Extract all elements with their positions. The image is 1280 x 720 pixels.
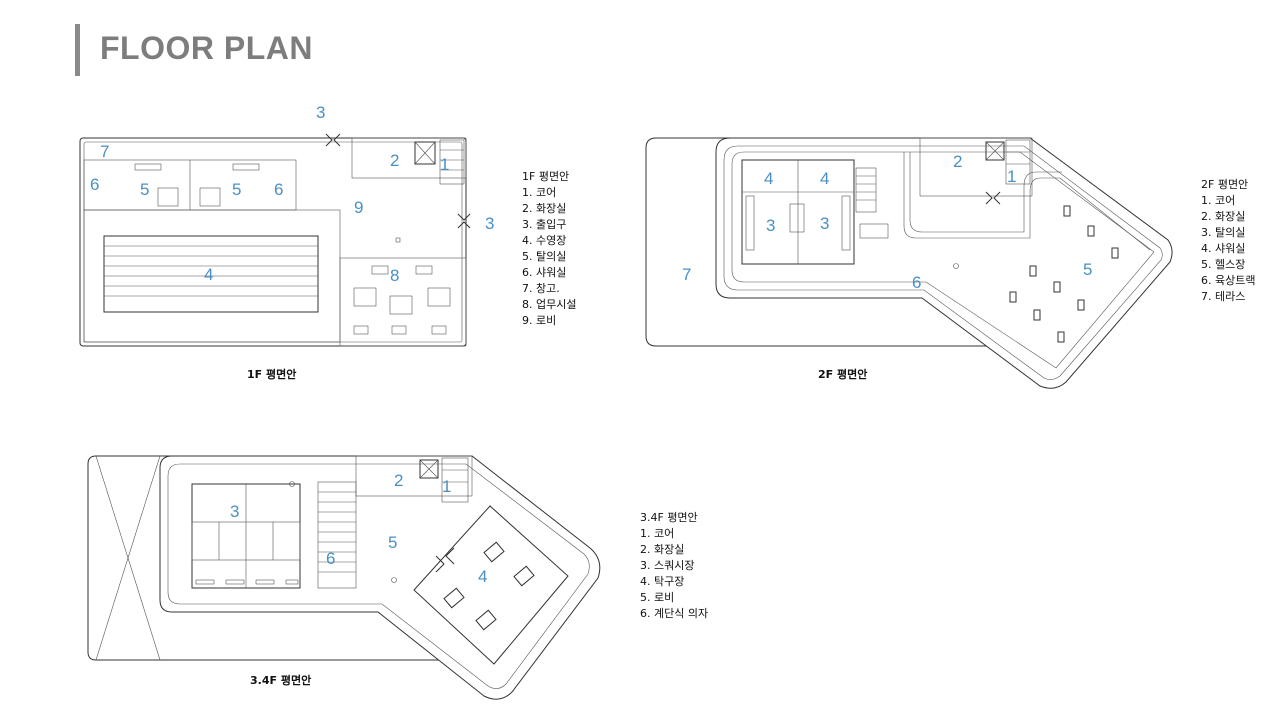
legend-34f: 3.4F 평면안 1. 코어 2. 화장실 3. 스쿼시장 4. 탁구장 5. … bbox=[640, 511, 708, 620]
label-1f-entrance-right: 3 bbox=[485, 214, 494, 233]
legend-1f-item: 2. 화장실 bbox=[522, 202, 566, 215]
legend-2f-item: 1. 코어 bbox=[1201, 194, 1235, 207]
label-2f-locker-left: 3 bbox=[766, 216, 775, 235]
label-34f-restroom: 2 bbox=[394, 471, 403, 490]
page-title: FLOOR PLAN bbox=[100, 30, 313, 66]
label-1f-storage: 7 bbox=[100, 142, 109, 161]
caption-1f: 1F 평면안 bbox=[247, 367, 296, 381]
legend-1f-title: 1F 평면안 bbox=[522, 170, 569, 183]
legend-1f: 1F 평면안 1. 코어 2. 화장실 3. 출입구 4. 수영장 5. 탈의실… bbox=[522, 170, 576, 327]
legend-1f-item: 8. 업무시설 bbox=[522, 298, 576, 311]
title-accent-bar bbox=[75, 24, 80, 76]
legend-34f-item: 3. 스쿼시장 bbox=[640, 559, 694, 572]
label-2f-shower-left: 4 bbox=[764, 169, 773, 188]
legend-34f-item: 2. 화장실 bbox=[640, 543, 684, 556]
label-1f-restroom: 2 bbox=[390, 151, 399, 170]
label-2f-terrace: 7 bbox=[682, 265, 691, 284]
legend-1f-item: 6. 샤워실 bbox=[522, 266, 566, 279]
legend-34f-item: 1. 코어 bbox=[640, 527, 674, 540]
label-34f-stepped-seating: 6 bbox=[326, 549, 335, 568]
legend-2f-item: 7. 테라스 bbox=[1201, 290, 1245, 303]
plan-1f: 1 2 3 3 4 5 5 6 6 7 8 9 1F 평면안 bbox=[79, 103, 494, 381]
legend-2f-item: 2. 화장실 bbox=[1201, 210, 1245, 223]
caption-34f: 3.4F 평면안 bbox=[250, 673, 311, 687]
label-1f-shower-left: 6 bbox=[90, 175, 99, 194]
legend-2f-item: 4. 샤워실 bbox=[1201, 242, 1245, 255]
plan-2f: 1 2 3 3 4 4 5 6 7 2F 평면안 bbox=[645, 137, 1173, 389]
legend-2f-item: 3. 탈의실 bbox=[1201, 226, 1245, 239]
label-1f-shower-right: 6 bbox=[274, 180, 283, 199]
label-1f-pool: 4 bbox=[204, 265, 213, 284]
label-1f-core: 1 bbox=[440, 155, 449, 174]
label-34f-core: 1 bbox=[442, 477, 451, 496]
caption-2f: 2F 평면안 bbox=[818, 367, 867, 381]
legend-2f-item: 5. 헬스장 bbox=[1201, 258, 1245, 271]
legend-1f-item: 5. 탈의실 bbox=[522, 250, 566, 263]
legend-1f-item: 4. 수영장 bbox=[522, 234, 566, 247]
label-1f-locker-right: 5 bbox=[232, 180, 241, 199]
label-2f-locker-right: 3 bbox=[820, 214, 829, 233]
label-1f-locker-left: 5 bbox=[140, 180, 149, 199]
legend-1f-item: 9. 로비 bbox=[522, 314, 556, 327]
legend-2f-item: 6. 육상트랙 bbox=[1201, 274, 1255, 287]
legend-2f-title: 2F 평면안 bbox=[1201, 178, 1248, 191]
label-2f-gym: 5 bbox=[1083, 260, 1092, 279]
legend-1f-item: 7. 창고. bbox=[522, 282, 560, 295]
legend-1f-item: 3. 출입구 bbox=[522, 218, 566, 231]
legend-34f-item: 5. 로비 bbox=[640, 591, 674, 604]
label-34f-lobby: 5 bbox=[388, 533, 397, 552]
legend-1f-item: 1. 코어 bbox=[522, 186, 556, 199]
label-34f-squash: 3 bbox=[230, 502, 239, 521]
legend-34f-item: 6. 계단식 의자 bbox=[640, 607, 708, 620]
label-2f-shower-right: 4 bbox=[820, 169, 829, 188]
label-1f-lobby: 9 bbox=[354, 198, 363, 217]
label-1f-office: 8 bbox=[390, 266, 399, 285]
label-34f-table-tennis: 4 bbox=[478, 567, 487, 586]
legend-34f-item: 4. 탁구장 bbox=[640, 575, 684, 588]
legend-34f-title: 3.4F 평면안 bbox=[640, 511, 698, 524]
label-2f-track: 6 bbox=[912, 273, 921, 292]
label-2f-core: 1 bbox=[1007, 167, 1016, 186]
legend-2f: 2F 평면안 1. 코어 2. 화장실 3. 탈의실 4. 샤워실 5. 헬스장… bbox=[1201, 178, 1255, 303]
label-2f-restroom: 2 bbox=[953, 152, 962, 171]
plan-34f: 1 2 3 4 5 6 3.4F 평면안 bbox=[87, 455, 601, 700]
label-1f-entrance-top: 3 bbox=[316, 103, 325, 122]
